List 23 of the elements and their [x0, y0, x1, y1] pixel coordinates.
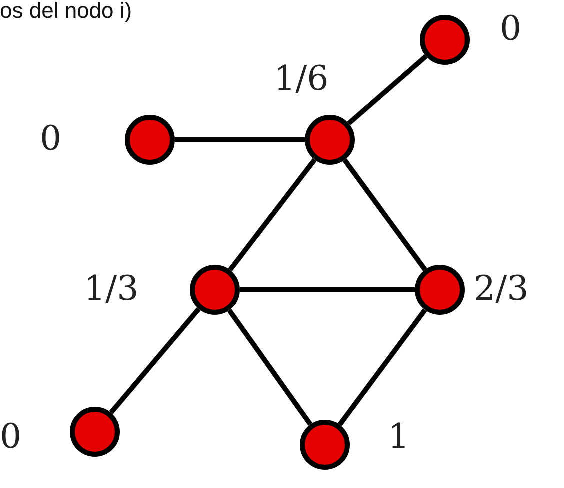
clustering-value: 0: [500, 12, 522, 46]
connector-line: [227, 308, 313, 426]
connector-line: [338, 308, 428, 426]
connector-line: [109, 307, 201, 415]
connector-line: [347, 54, 428, 126]
clustering-value: 0: [0, 420, 22, 454]
connector-line: [175, 138, 305, 142]
vertex-circle: [420, 15, 470, 65]
clustering-value: 1/6: [274, 62, 329, 96]
connector-line: [240, 288, 415, 292]
vertex-circle: [70, 407, 120, 457]
vertex-circle: [305, 115, 355, 165]
vertex-circle: [415, 265, 465, 315]
clustering-value: 1: [388, 420, 410, 454]
connector-line: [342, 158, 428, 272]
clustering-value: 0: [40, 122, 62, 156]
clustering-value: 1/3: [84, 272, 139, 306]
caption-text: os del nodo i): [0, 0, 132, 24]
vertex-circle: [125, 115, 175, 165]
vertex-circle: [190, 265, 240, 315]
vertex-circle: [300, 420, 350, 470]
clustering-value: 2/3: [474, 272, 529, 306]
connector-line: [228, 158, 317, 272]
